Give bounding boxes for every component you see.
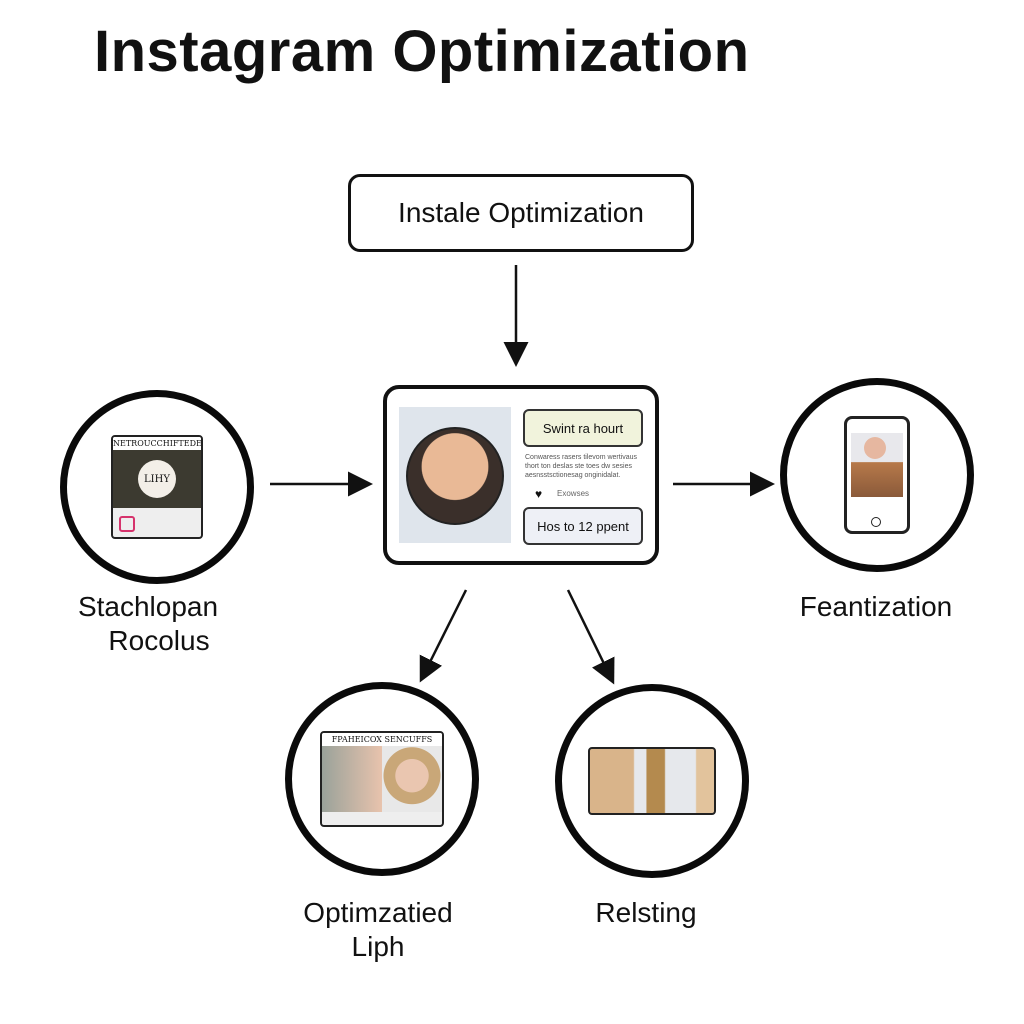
profile-photo xyxy=(399,407,511,543)
post-caption: Conwaress rasers tilevom wertivaus thort… xyxy=(525,454,638,479)
node-right-label: Feantization xyxy=(799,591,953,622)
node-left-circle: NETROUCCHIFTEDE LIHY xyxy=(60,390,254,584)
thumb-title: NETROUCCHIFTEDE xyxy=(113,437,202,450)
thumb-title: FPAHEICOX SENCUFFS xyxy=(322,733,442,746)
node-right-circle xyxy=(780,378,974,572)
thumb-badge: LIHY xyxy=(138,460,176,498)
phone-icon xyxy=(844,416,910,534)
node-left-label: Stachlopan Rocolus xyxy=(18,590,278,658)
like-label: Exowses xyxy=(557,489,590,498)
post-thumbnail: FPAHEICOX SENCUFFS xyxy=(320,731,444,827)
top-node: Instale Optimization xyxy=(348,174,694,252)
label-line: Liph xyxy=(351,931,405,962)
label-line: Rocolus xyxy=(108,625,210,656)
node-bottom-right-circle xyxy=(555,684,749,878)
page-title: Instagram Optimization xyxy=(94,19,750,84)
label-line: Stachlopan xyxy=(77,591,219,622)
arrow-center-to-bottom-left xyxy=(419,589,468,683)
node-bottom-left-circle: FPAHEICOX SENCUFFS xyxy=(285,682,479,876)
label-line: Optimzatied xyxy=(303,897,453,928)
photo-thumbnail xyxy=(588,747,716,815)
post-thumbnail: NETROUCCHIFTEDE LIHY xyxy=(111,435,203,539)
top-action-button[interactable]: Swint ra hourt xyxy=(523,409,643,447)
node-bottom-left-label: Optimzatied Liph xyxy=(248,896,508,964)
bottom-action-button[interactable]: Hos to 12 ppent xyxy=(523,507,643,545)
instagram-icon xyxy=(119,516,135,532)
node-bottom-right-label: Relsting xyxy=(595,897,697,928)
center-post-card: Swint ra hourt Conwaress rasers tilevom … xyxy=(383,385,659,565)
arrow-center-to-bottom-right xyxy=(566,589,615,685)
heart-icon[interactable]: ♥ xyxy=(535,487,543,501)
